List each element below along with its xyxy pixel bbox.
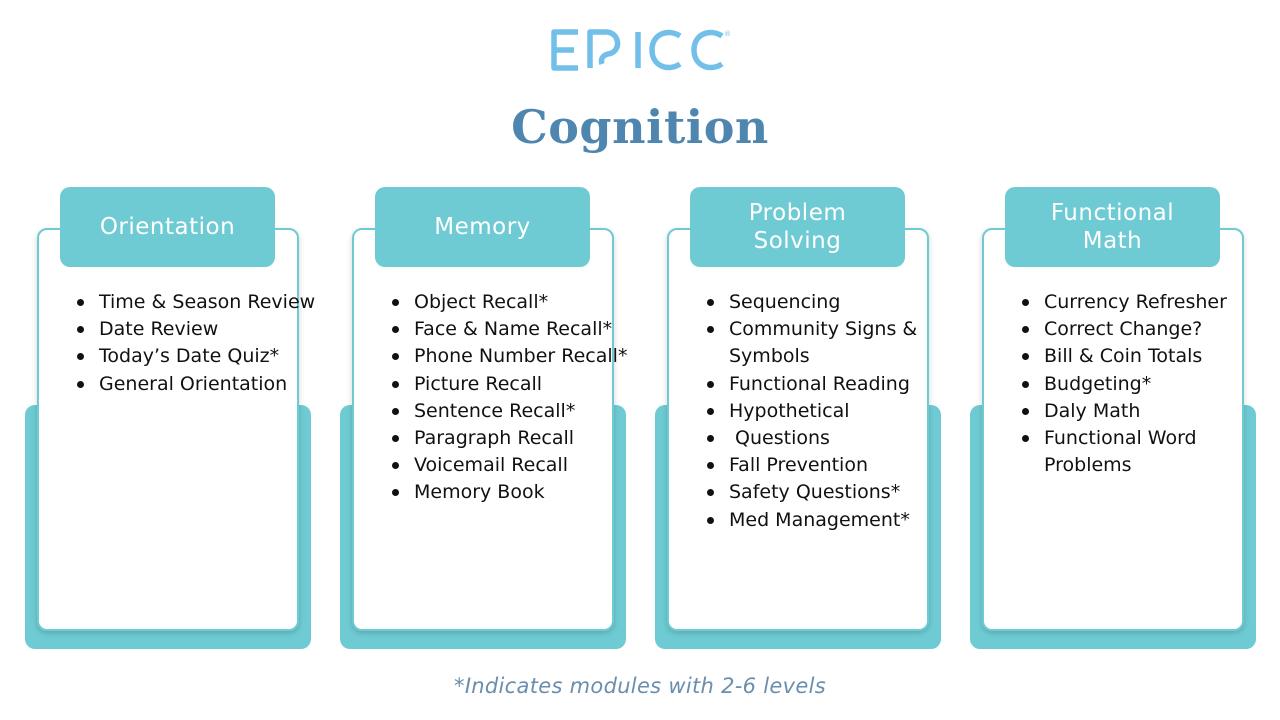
list-item: Picture Recall xyxy=(392,371,632,398)
list-item: Paragraph Recall xyxy=(392,425,632,452)
list-item: Functional Reading xyxy=(707,371,947,398)
card-heading-line: Orientation xyxy=(99,214,236,240)
card-heading-line: Problem xyxy=(748,200,847,226)
card-memory: Memory Object Recall* Face & Name Recall… xyxy=(340,187,628,649)
card-panel xyxy=(37,228,299,631)
list-item: Sequencing xyxy=(707,289,947,316)
list-item: Hypothetical xyxy=(707,398,947,425)
list-item: Time & Season Review xyxy=(77,289,317,316)
list-item: Sentence Recall* xyxy=(392,398,632,425)
card-heading-line: Math xyxy=(1082,228,1143,254)
list-item: Questions xyxy=(707,425,947,452)
card-heading: Functional Math xyxy=(1005,187,1220,267)
list-item: Med Management* xyxy=(707,507,947,534)
registered-mark: ® xyxy=(724,30,731,38)
list-item: General Orientation xyxy=(77,371,317,398)
footnote: *Indicates modules with 2-6 levels xyxy=(454,674,826,698)
item-list: Time & Season Review Date Review Today’s… xyxy=(75,289,317,398)
list-item: Correct Change? xyxy=(1022,316,1262,343)
list-item: Daly Math xyxy=(1022,398,1262,425)
page-title: Cognition xyxy=(511,100,769,154)
card-heading-line: Solving xyxy=(753,228,842,254)
item-list: Currency Refresher Correct Change? Bill … xyxy=(1020,289,1262,479)
epicc-logo: ® xyxy=(551,29,731,71)
card-heading: Orientation xyxy=(60,187,275,267)
list-item: Object Recall* xyxy=(392,289,632,316)
list-item: Memory Book xyxy=(392,479,632,506)
list-item: Phone Number Recall* xyxy=(392,343,632,370)
list-item: Today’s Date Quiz* xyxy=(77,343,317,370)
list-item: Functional Word Problems xyxy=(1022,425,1262,479)
card-panel xyxy=(982,228,1244,631)
card-heading: Memory xyxy=(375,187,590,267)
card-problem-solving: Problem Solving Sequencing Community Sig… xyxy=(655,187,943,649)
card-heading-line: Functional xyxy=(1050,200,1175,226)
item-list: Sequencing Community Signs & Symbols Fun… xyxy=(705,289,947,534)
list-item: Currency Refresher xyxy=(1022,289,1262,316)
card-panel xyxy=(667,228,929,631)
list-item: Voicemail Recall xyxy=(392,452,632,479)
list-item: Bill & Coin Totals xyxy=(1022,343,1262,370)
card-heading-line: Memory xyxy=(434,214,531,240)
list-item: Safety Questions* xyxy=(707,479,947,506)
list-item: Budgeting* xyxy=(1022,371,1262,398)
list-item: Face & Name Recall* xyxy=(392,316,632,343)
card-orientation: Orientation Time & Season Review Date Re… xyxy=(25,187,315,649)
card-heading: Problem Solving xyxy=(690,187,905,267)
list-item: Community Signs & Symbols xyxy=(707,316,947,370)
list-item: Date Review xyxy=(77,316,317,343)
card-functional-math: Functional Math Currency Refresher Corre… xyxy=(970,187,1258,649)
item-list: Object Recall* Face & Name Recall* Phone… xyxy=(390,289,632,507)
list-item: Fall Prevention xyxy=(707,452,947,479)
